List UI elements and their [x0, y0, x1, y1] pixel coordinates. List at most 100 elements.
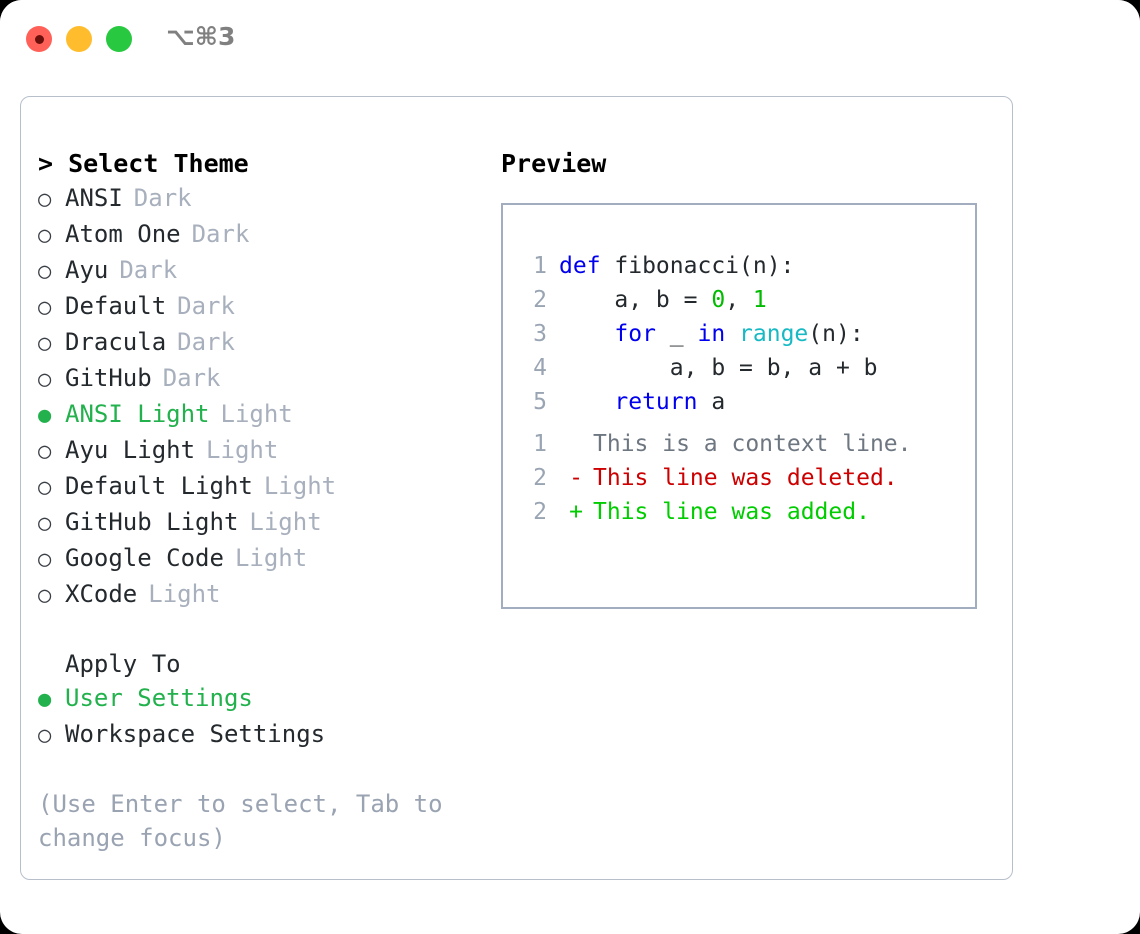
diff-line-content: This line was deleted. — [593, 465, 898, 491]
keyboard-hint: (Use Enter to select, Tab to change focu… — [38, 790, 443, 852]
radio-unselected-icon: ○ — [38, 547, 52, 572]
apply-to-option-row[interactable]: ● User Settings — [38, 681, 488, 717]
code-token-plain: , — [725, 287, 753, 313]
code-token-num: 1 — [752, 287, 767, 313]
close-icon — [34, 34, 44, 44]
radio-selected-icon: ● — [38, 687, 52, 712]
radio-unselected-icon: ○ — [38, 223, 52, 248]
theme-option-variant: Light — [148, 580, 221, 608]
code-token-plain — [725, 321, 739, 347]
code-line-content: a, b = 0, 1 — [559, 283, 767, 317]
theme-option-row[interactable]: ○ Default Dark — [38, 289, 488, 325]
diff-line: 2 + This line was added. — [515, 495, 969, 529]
theme-option-name: Atom One — [65, 220, 181, 248]
code-token-plain: a, b = — [559, 287, 712, 313]
theme-option-variant: Light — [249, 508, 322, 536]
code-token-plain: _ — [655, 321, 698, 347]
theme-option-variant: Dark — [177, 292, 235, 320]
theme-option-variant: Dark — [119, 256, 178, 284]
theme-option-row[interactable]: ○ XCode Light — [38, 577, 488, 613]
page-title: > Select Theme — [38, 149, 249, 178]
code-token-kw: for — [614, 321, 656, 347]
theme-option-name: ANSI — [65, 184, 123, 212]
theme-option-variant: Dark — [177, 328, 235, 356]
code-line: 4 a, b = b, a + b — [515, 351, 969, 385]
code-token-kw: return — [614, 389, 698, 415]
theme-option-row[interactable]: ○ Dracula Dark — [38, 325, 488, 361]
radio-unselected-icon: ○ — [38, 331, 52, 356]
code-line-content: return a — [559, 385, 725, 419]
apply-to-option-name: User Settings — [65, 684, 253, 712]
line-number: 2 — [533, 287, 547, 313]
apply-to-option-row[interactable]: ○ Workspace Settings — [38, 717, 488, 753]
preview-title: Preview — [501, 149, 607, 178]
title-bar: ⌥⌘3 — [0, 0, 1140, 78]
theme-option-row[interactable]: ○ Default Light Light — [38, 469, 488, 505]
theme-option-name: Dracula — [65, 328, 167, 356]
keyboard-shortcut-label: ⌥⌘3 — [166, 22, 236, 51]
code-token-plain: a, b = b, a + b — [559, 355, 878, 381]
line-number: 3 — [533, 321, 547, 347]
theme-option-variant: Light — [220, 400, 293, 428]
theme-option-variant: Dark — [133, 184, 192, 212]
line-number: 5 — [533, 389, 547, 415]
theme-option-name: Default Light — [65, 472, 253, 500]
line-number: 4 — [533, 355, 547, 381]
code-token-kw: def — [559, 253, 601, 279]
theme-option-name: Google Code — [65, 544, 224, 572]
apply-to-label: Apply To — [38, 647, 488, 681]
traffic-light-group — [26, 26, 132, 52]
radio-unselected-icon: ○ — [38, 367, 52, 392]
theme-option-variant: Light — [263, 472, 337, 500]
theme-option-name: ANSI Light — [65, 400, 210, 428]
theme-option-name: Default — [65, 292, 167, 320]
close-window-button[interactable] — [26, 26, 52, 52]
radio-unselected-icon: ○ — [38, 295, 52, 320]
line-number: 1 — [533, 253, 547, 279]
radio-unselected-icon: ○ — [38, 723, 52, 748]
line-number: 2 — [533, 499, 547, 525]
diff-sign: - — [569, 465, 583, 491]
line-number: 2 — [533, 465, 547, 491]
radio-unselected-icon: ○ — [38, 259, 52, 284]
maximize-window-button[interactable] — [106, 26, 132, 52]
minimize-window-button[interactable] — [66, 26, 92, 52]
code-line: 5 return a — [515, 385, 969, 419]
code-token-plain: a — [697, 389, 726, 415]
diff-sign — [559, 427, 593, 461]
diff-line-content: This line was added. — [593, 499, 870, 525]
theme-option-variant: Dark — [162, 364, 221, 392]
code-line-content: for _ in range(n): — [559, 317, 864, 351]
diff-sign: + — [569, 499, 583, 525]
apply-to-options: ● User Settings ○ Workspace Settings — [38, 681, 488, 753]
theme-option-name: XCode — [65, 580, 138, 608]
code-token-plain — [559, 321, 614, 347]
code-token-kw: in — [697, 321, 726, 347]
apply-to-option-name: Workspace Settings — [65, 720, 326, 748]
radio-unselected-icon: ○ — [38, 475, 52, 500]
code-token-plain: (n): — [808, 321, 864, 347]
apply-to-marker-spacer — [38, 647, 65, 681]
code-line: 2 a, b = 0, 1 — [515, 283, 969, 317]
list-spacer — [38, 613, 488, 647]
diff-line: 2-This line was deleted. — [515, 461, 969, 495]
diff-line: 1 This is a context line. — [515, 427, 969, 461]
code-line: 3 for _ in range(n): — [515, 317, 969, 351]
radio-unselected-icon: ○ — [38, 583, 52, 608]
